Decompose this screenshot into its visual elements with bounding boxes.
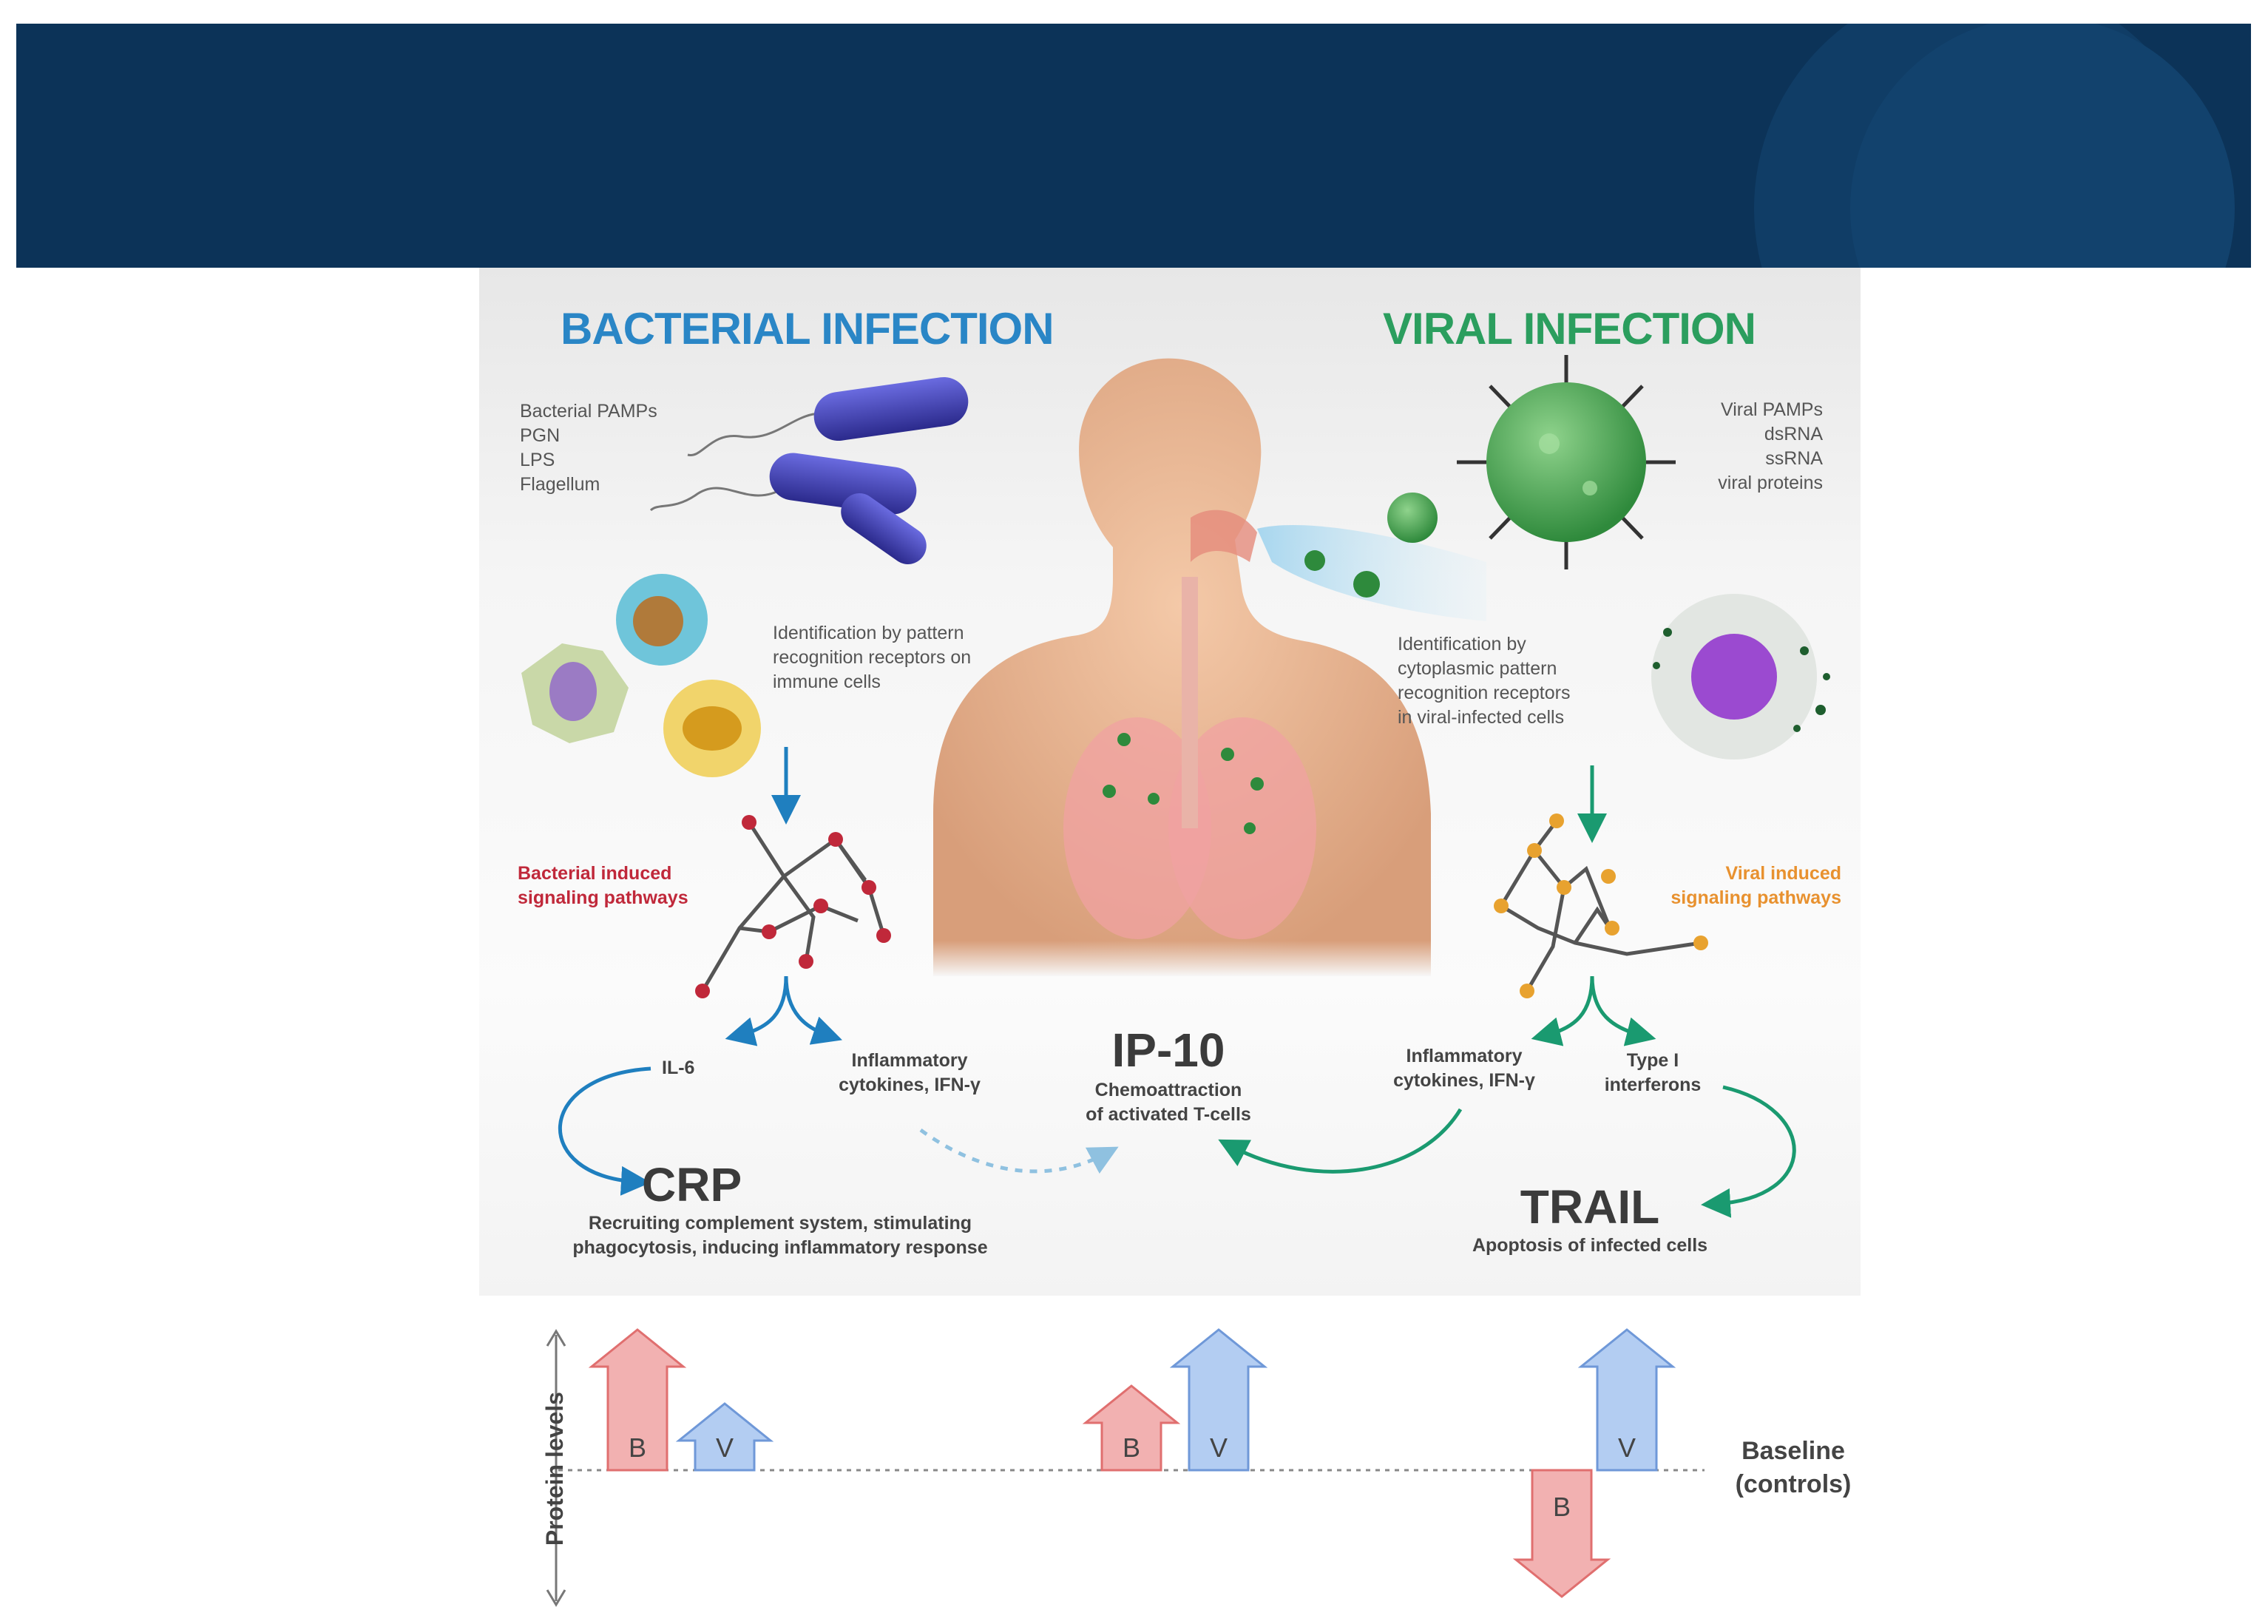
viral-pamps-list: Viral PAMPs dsRNA ssRNA viral proteins (1718, 399, 1823, 493)
bacterial-pathway-nodes (695, 815, 891, 998)
level-arrow-label: B (1553, 1492, 1571, 1522)
protein-level-arrows: B V B V V B (588, 1328, 1676, 1598)
level-arrow-trail-v (1577, 1328, 1676, 1472)
level-arrow-label: V (716, 1432, 734, 1463)
ip10-description: Chemoattraction of activated T-cells (1086, 1080, 1251, 1125)
bacterial-infection-title: BACTERIAL INFECTION (561, 304, 1055, 353)
bacterial-identification-text: Identification by pattern recognition re… (773, 623, 972, 692)
viral-pathway-label: Viral induced signaling pathways (1670, 863, 1841, 908)
nasal-cavity (1191, 510, 1257, 562)
virus-illustration (1457, 355, 1676, 569)
bacterial-pathway-label: Bacterial induced signaling pathways (518, 863, 688, 908)
type1-interferons-label: Type I interferons (1604, 1050, 1702, 1095)
viral-cytokines-label: Inflammatory cytokines, IFN-γ (1393, 1046, 1535, 1091)
viral-infection-title: VIRAL INFECTION (1383, 304, 1756, 353)
inhaled-virus-stream (1257, 493, 1486, 621)
baseline-label: Baseline (controls) (1735, 1437, 1852, 1498)
crp-description: Recruiting complement system, stimulatin… (572, 1213, 988, 1258)
viral-pathway-nodes (1494, 813, 1708, 998)
level-arrow-label: B (629, 1432, 646, 1463)
header-banner (16, 24, 2251, 268)
bacterial-pamps-list: Bacterial PAMPs PGN LPS Flagellum (520, 401, 657, 495)
il6-label: IL-6 (662, 1058, 695, 1078)
ip10-title: IP-10 (1111, 1024, 1225, 1077)
trail-title: TRAIL (1520, 1180, 1660, 1234)
human-torso-illustration (933, 358, 1431, 977)
bacteria-illustration (649, 376, 969, 564)
level-arrow-ip-10-v (1169, 1328, 1268, 1472)
crp-title: CRP (642, 1158, 742, 1211)
level-arrow-label: B (1123, 1432, 1140, 1463)
protein-levels-axis-label: Protein levels (541, 1392, 568, 1546)
level-arrow-crp-b (588, 1328, 687, 1472)
immune-cells-illustration (521, 574, 761, 777)
flow-arrows (558, 747, 1796, 1218)
level-arrow-ip-10-b (1082, 1384, 1181, 1472)
trachea (1182, 577, 1198, 828)
level-arrow-label: V (1618, 1432, 1636, 1463)
infected-cell-illustration (1651, 594, 1830, 759)
protein-levels-axis (546, 1329, 1705, 1607)
viral-identification-text: Identification by cytoplasmic pattern re… (1398, 634, 1571, 728)
bacterial-pathway-network (700, 821, 886, 992)
level-arrow-trail-b (1512, 1469, 1611, 1598)
trail-description: Apoptosis of infected cells (1472, 1235, 1708, 1256)
level-arrow-crp-v (675, 1402, 774, 1472)
level-arrow-label: V (1210, 1432, 1228, 1463)
bacterial-cytokines-label: Inflammatory cytokines, IFN-γ (839, 1050, 981, 1095)
